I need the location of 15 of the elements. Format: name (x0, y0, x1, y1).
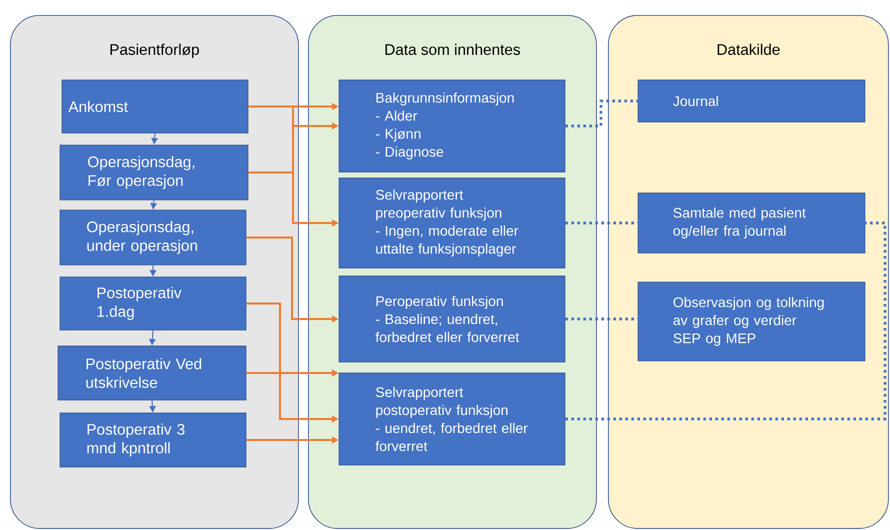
process-box: Postoperativ 3 mnd kpntroll (60, 412, 246, 468)
process-box: Bakgrunnsinformasjon - Alder - Kjønn - Diagnose (338, 80, 566, 172)
process-box: Operasjonsdag, Før operasjon (60, 144, 248, 200)
process-box: Journal (638, 80, 866, 122)
process-box: Postoperativ Ved utskrivelse (58, 346, 246, 400)
connector-line (565, 100, 638, 128)
process-box: Samtale med pasient og/eller fra journal (638, 192, 866, 254)
process-box: Observasjon og tolkning av grafer og verdier SEP og MEP (638, 282, 866, 362)
process-box: Operasjonsdag, under operasjon (60, 210, 246, 266)
process-box: Selvrapportert preoperativ funksjon - Ingen, moderate eller uttalte funksjonsplager (338, 178, 566, 268)
process-box: Peroperativ funksjon - Baseline; uendret, forbedret eller forverret (338, 276, 566, 362)
process-box: Postoperativ 1.dag (60, 276, 246, 330)
process-box: Selvrapportert postoperativ funksjon - uendret, forbedret eller forverret (338, 372, 566, 466)
process-box: Ankomst (62, 80, 248, 134)
connector-line (565, 222, 886, 420)
